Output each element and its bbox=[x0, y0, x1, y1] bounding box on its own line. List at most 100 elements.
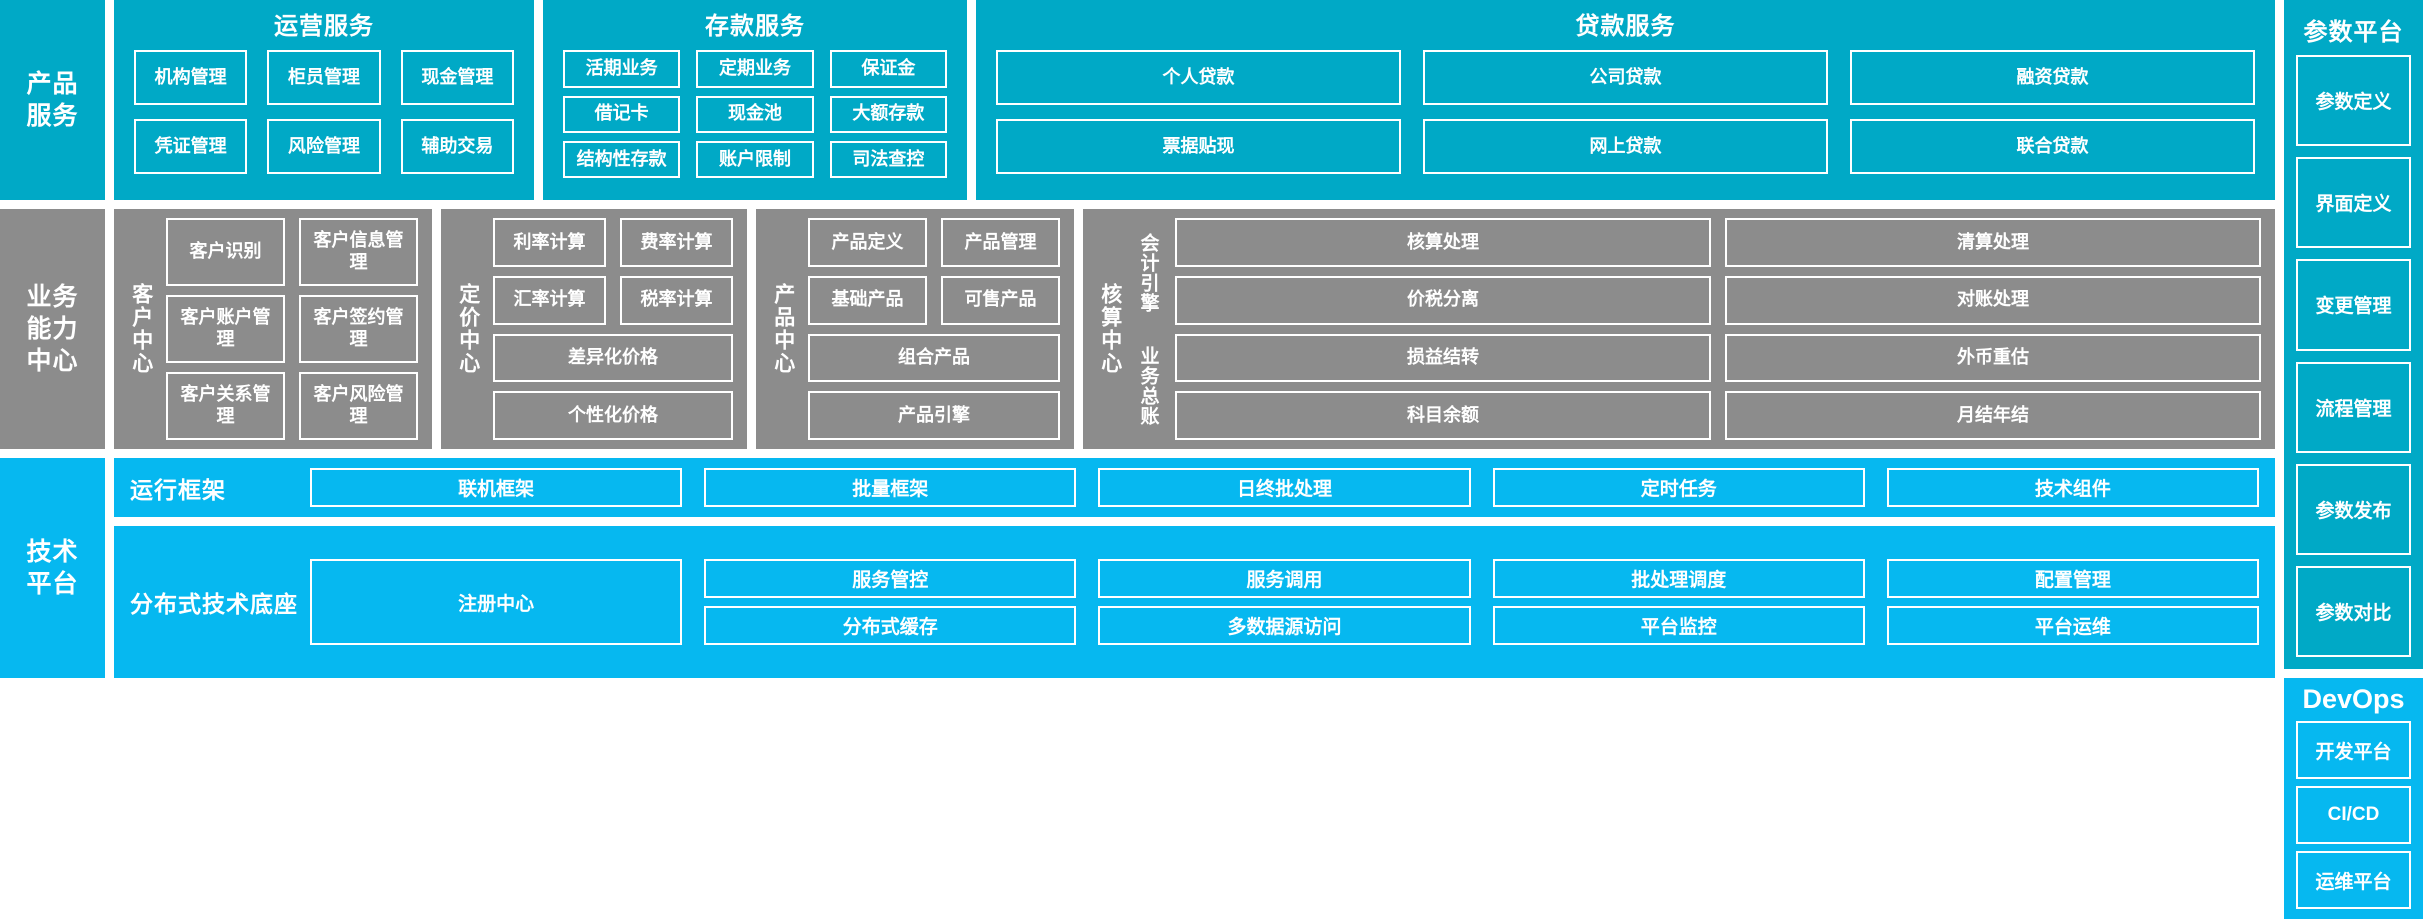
tile-online-framework[interactable]: 联机框架 bbox=[310, 468, 683, 507]
center-accounting: 核算中心 会计引擎 业务总账 核算处理 清算处理 价税分离 对账处理 损益结转 … bbox=[1083, 209, 2275, 449]
tile-auxiliary-transaction[interactable]: 辅助交易 bbox=[400, 119, 514, 174]
tile-structured-deposit[interactable]: 结构性存款 bbox=[563, 140, 681, 178]
panel-parameter-platform: 参数平台 参数定义 界面定义 变更管理 流程管理 参数发布 参数对比 bbox=[2284, 0, 2423, 669]
tile-sellable-product[interactable]: 可售产品 bbox=[941, 275, 1060, 325]
tile-parameter-compare[interactable]: 参数对比 bbox=[2296, 565, 2411, 658]
tile-technical-component[interactable]: 技术组件 bbox=[1886, 468, 2259, 507]
tile-demand-deposit[interactable]: 活期业务 bbox=[563, 50, 681, 88]
tile-foreign-currency-revaluation[interactable]: 外币重估 bbox=[1725, 333, 2261, 383]
tile-registry-center[interactable]: 注册中心 bbox=[310, 559, 683, 645]
rail-business-capability-line2: 能力 bbox=[26, 315, 79, 343]
tile-parameter-publish[interactable]: 参数发布 bbox=[2296, 463, 2411, 555]
tile-dev-platform[interactable]: 开发平台 bbox=[2296, 721, 2411, 779]
tile-reconciliation-processing[interactable]: 对账处理 bbox=[1725, 275, 2261, 325]
business-capability-panels: 客户中心 客户识别 客户信息管理 客户账户管理 客户签约管理 客户关系管理 客户… bbox=[114, 209, 2275, 449]
parameter-platform-list: 参数定义 界面定义 变更管理 流程管理 参数发布 参数对比 bbox=[2296, 55, 2411, 658]
tile-customer-account-management[interactable]: 客户账户管理 bbox=[166, 295, 285, 363]
run-framework-tiles: 联机框架 批量框架 日终批处理 定时任务 技术组件 bbox=[310, 468, 2259, 507]
layer-product-service: 产品 服务 运营服务 机构管理 柜员管理 现金管理 凭证管理 风险管理 辅助交易 bbox=[0, 0, 2275, 200]
tile-joint-loan[interactable]: 联合贷款 bbox=[1850, 119, 2255, 174]
tile-basic-product[interactable]: 基础产品 bbox=[808, 275, 927, 325]
distributed-base-tiles: 注册中心 服务管控 服务调用 批处理调度 配置管理 分布式缓存 多数据源访问 平… bbox=[310, 559, 2259, 645]
tile-parameter-definition[interactable]: 参数定义 bbox=[2296, 55, 2411, 147]
center-accounting-label: 核算中心 bbox=[1098, 283, 1122, 375]
center-customer-grid: 客户识别 客户信息管理 客户账户管理 客户签约管理 客户关系管理 客户风险管理 bbox=[166, 218, 418, 440]
tile-cash-pool[interactable]: 现金池 bbox=[696, 95, 814, 133]
tile-configuration-management[interactable]: 配置管理 bbox=[1886, 559, 2259, 598]
tile-ci-cd[interactable]: CI/CD bbox=[2296, 786, 2411, 844]
tile-corporate-loan[interactable]: 公司贷款 bbox=[1423, 50, 1828, 106]
tile-customer-relation-management[interactable]: 客户关系管理 bbox=[166, 372, 285, 440]
tile-distributed-cache[interactable]: 分布式缓存 bbox=[704, 606, 1077, 645]
devops-list: 开发平台 CI/CD 运维平台 bbox=[2296, 721, 2411, 909]
tile-service-governance[interactable]: 服务管控 bbox=[704, 559, 1077, 598]
rail-technology-platform-line1: 技术 bbox=[26, 538, 79, 566]
tile-differentiated-pricing[interactable]: 差异化价格 bbox=[493, 333, 733, 383]
rail-business-capability: 业务 能力 中心 bbox=[0, 209, 105, 449]
tile-interface-definition[interactable]: 界面定义 bbox=[2296, 157, 2411, 249]
tile-multi-datasource-access[interactable]: 多数据源访问 bbox=[1098, 606, 1471, 645]
tile-tax-rate-calc[interactable]: 税率计算 bbox=[620, 275, 733, 325]
tile-price-tax-separation[interactable]: 价税分离 bbox=[1175, 275, 1711, 325]
tile-product-engine[interactable]: 产品引擎 bbox=[808, 391, 1060, 440]
tile-ops-platform[interactable]: 运维平台 bbox=[2296, 851, 2411, 909]
tile-personal-loan[interactable]: 个人贷款 bbox=[996, 50, 1401, 106]
label-distributed-base: 分布式技术底座 bbox=[130, 591, 298, 617]
tile-change-management[interactable]: 变更管理 bbox=[2296, 259, 2411, 351]
tile-platform-monitoring[interactable]: 平台监控 bbox=[1492, 606, 1865, 645]
tile-accounting-processing[interactable]: 核算处理 bbox=[1175, 218, 1711, 267]
center-pricing-label: 定价中心 bbox=[456, 283, 480, 375]
tile-judicial-inquiry[interactable]: 司法查控 bbox=[829, 140, 947, 178]
tile-product-definition[interactable]: 产品定义 bbox=[808, 218, 927, 267]
tile-process-management[interactable]: 流程管理 bbox=[2296, 361, 2411, 453]
tile-platform-operations[interactable]: 平台运维 bbox=[1886, 606, 2259, 645]
center-accounting-sublabels: 会计引擎 业务总账 bbox=[1127, 218, 1167, 440]
center-customer: 客户中心 客户识别 客户信息管理 客户账户管理 客户签约管理 客户关系管理 客户… bbox=[114, 209, 432, 449]
panel-operations-service: 运营服务 机构管理 柜员管理 现金管理 凭证管理 风险管理 辅助交易 bbox=[114, 0, 534, 200]
tile-margin-deposit[interactable]: 保证金 bbox=[829, 50, 947, 88]
operations-tile-grid: 机构管理 柜员管理 现金管理 凭证管理 风险管理 辅助交易 bbox=[128, 50, 520, 188]
tile-personalized-pricing[interactable]: 个性化价格 bbox=[493, 391, 733, 440]
loan-tile-grid: 个人贷款 公司贷款 融资贷款 票据贴现 网上贷款 联合贷款 bbox=[990, 50, 2261, 188]
center-pricing: 定价中心 利率计算 费率计算 汇率计算 税率计算 差异化价格 个性化价格 bbox=[441, 209, 747, 449]
tile-interest-rate-calc[interactable]: 利率计算 bbox=[493, 218, 606, 267]
band-run-framework: 运行框架 联机框架 批量框架 日终批处理 定时任务 技术组件 bbox=[114, 458, 2275, 517]
tile-batch-framework[interactable]: 批量框架 bbox=[704, 468, 1077, 507]
tile-financing-loan[interactable]: 融资贷款 bbox=[1850, 50, 2255, 106]
tile-customer-contract-management[interactable]: 客户签约管理 bbox=[299, 295, 418, 363]
tile-cash-management[interactable]: 现金管理 bbox=[400, 50, 514, 106]
tile-time-deposit[interactable]: 定期业务 bbox=[696, 50, 814, 88]
rail-product-service-line2: 服务 bbox=[26, 102, 79, 130]
tile-online-loan[interactable]: 网上贷款 bbox=[1423, 119, 1828, 174]
tile-teller-management[interactable]: 柜员管理 bbox=[267, 50, 381, 106]
tile-exchange-rate-calc[interactable]: 汇率计算 bbox=[493, 275, 606, 325]
tile-composite-product[interactable]: 组合产品 bbox=[808, 333, 1060, 383]
tile-customer-identification[interactable]: 客户识别 bbox=[166, 218, 285, 286]
tile-voucher-management[interactable]: 凭证管理 bbox=[134, 119, 248, 174]
tile-customer-risk-management[interactable]: 客户风险管理 bbox=[299, 372, 418, 440]
tile-month-year-end-closing[interactable]: 月结年结 bbox=[1725, 391, 2261, 440]
tile-settlement-processing[interactable]: 清算处理 bbox=[1725, 218, 2261, 267]
tile-scheduled-task[interactable]: 定时任务 bbox=[1492, 468, 1865, 507]
tile-product-management[interactable]: 产品管理 bbox=[941, 218, 1060, 267]
parameter-platform-title: 参数平台 bbox=[2303, 19, 2404, 46]
tile-customer-info-management[interactable]: 客户信息管理 bbox=[299, 218, 418, 286]
tile-service-invocation[interactable]: 服务调用 bbox=[1098, 559, 1471, 598]
tile-bill-discount[interactable]: 票据贴现 bbox=[996, 119, 1401, 174]
panel-title-deposit: 存款服务 bbox=[705, 13, 805, 40]
tile-account-restriction[interactable]: 账户限制 bbox=[696, 140, 814, 178]
tile-profit-loss-carryover[interactable]: 损益结转 bbox=[1175, 333, 1711, 383]
tile-debit-card[interactable]: 借记卡 bbox=[563, 95, 681, 133]
tile-risk-management[interactable]: 风险管理 bbox=[267, 119, 381, 174]
tile-fee-rate-calc[interactable]: 费率计算 bbox=[620, 218, 733, 267]
rail-business-capability-line3: 中心 bbox=[26, 347, 79, 375]
tile-subject-balance[interactable]: 科目余额 bbox=[1175, 391, 1711, 440]
tile-eod-batch-processing[interactable]: 日终批处理 bbox=[1098, 468, 1471, 507]
tile-large-deposit[interactable]: 大额存款 bbox=[829, 95, 947, 133]
band-distributed-base: 分布式技术底座 注册中心 服务管控 服务调用 批处理调度 配置管理 分布式缓存 … bbox=[114, 526, 2275, 678]
product-service-panels: 运营服务 机构管理 柜员管理 现金管理 凭证管理 风险管理 辅助交易 存款服务 … bbox=[114, 0, 2275, 200]
technology-platform-panels: 运行框架 联机框架 批量框架 日终批处理 定时任务 技术组件 分布式技术底座 注… bbox=[114, 458, 2275, 678]
tile-batch-scheduling[interactable]: 批处理调度 bbox=[1492, 559, 1865, 598]
tile-institution-management[interactable]: 机构管理 bbox=[134, 50, 248, 106]
